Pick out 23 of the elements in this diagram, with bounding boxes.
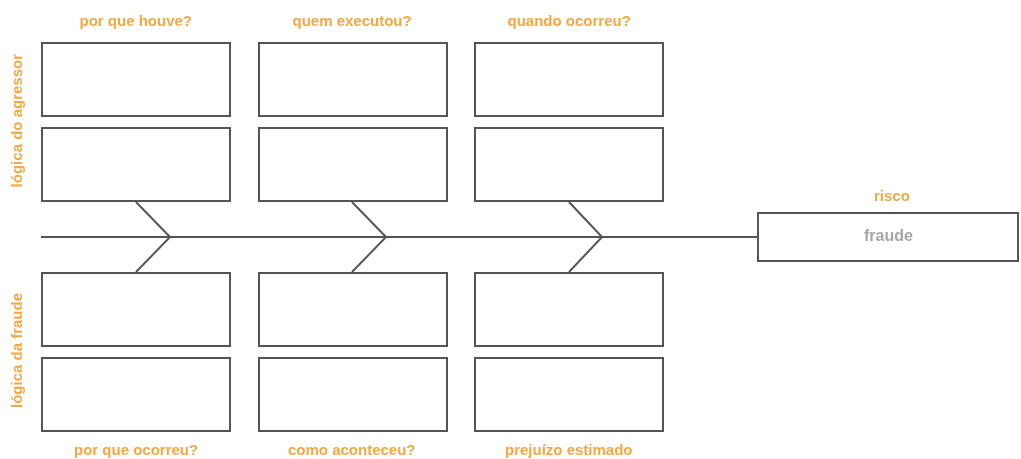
row-label: lógica do agressor bbox=[8, 53, 25, 187]
column-heading: quando ocorreu? bbox=[507, 12, 631, 29]
column-heading: por que houve? bbox=[79, 12, 192, 29]
cause-box bbox=[41, 127, 231, 202]
row-label: lógica da fraude bbox=[8, 292, 25, 408]
cause-box bbox=[41, 42, 231, 117]
effect-box: fraude bbox=[757, 212, 1019, 262]
cause-box bbox=[258, 357, 448, 432]
cause-box bbox=[41, 272, 231, 347]
cause-box bbox=[258, 272, 448, 347]
cause-box bbox=[258, 42, 448, 117]
bone-line bbox=[568, 236, 758, 273]
box-heading: risco bbox=[874, 187, 910, 204]
column-heading: como aconteceu? bbox=[288, 441, 416, 458]
column-heading: prejuízo estimado bbox=[505, 441, 633, 458]
column-heading: quem executou? bbox=[292, 12, 412, 29]
cause-box bbox=[258, 127, 448, 202]
cause-box bbox=[474, 272, 664, 347]
cause-box bbox=[41, 357, 231, 432]
cause-box bbox=[474, 42, 664, 117]
cause-box bbox=[474, 357, 664, 432]
cause-box bbox=[474, 127, 664, 202]
column-heading: por que ocorreu? bbox=[74, 441, 199, 458]
